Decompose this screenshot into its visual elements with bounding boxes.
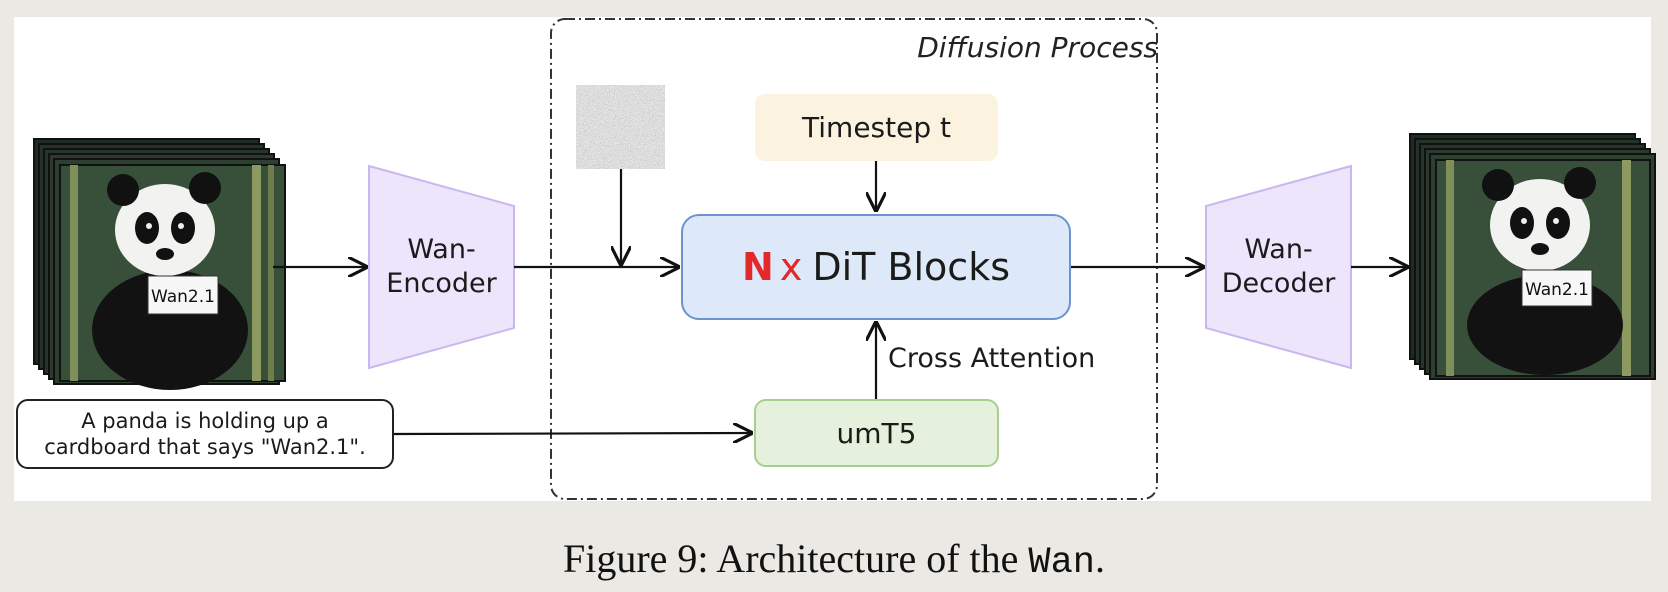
caption-model-name: Wan [1028,542,1096,584]
input-sign-text: Wan2.1 [151,287,215,307]
wan-decoder-shape [1205,164,1352,370]
diffusion-process-label: Diffusion Process [917,31,1158,64]
wan-decoder-label-line1: Wan- [1244,234,1313,265]
text-prompt-box: A panda is holding up a cardboard that s… [16,399,394,469]
input-video-frames: Wan2.1 [33,138,286,390]
output-sign [1521,269,1593,307]
wan-encoder-label-line1: Wan- [407,234,476,265]
wan-encoder-shape [368,164,515,370]
figure-caption: Figure 9: Architecture of the Wan. [0,535,1668,584]
arrow-prompt-to-umt5 [393,433,751,434]
timestep-box: Timestep t [755,94,998,161]
noise-image [576,85,665,169]
cross-attention-label: Cross Attention [888,342,1096,374]
caption-prefix: Figure 9: Architecture of the [562,536,1029,581]
dit-x-label: x [779,245,803,289]
dit-blocks-label: DiT Blocks [812,245,1010,289]
dit-n-label: N [742,245,774,289]
output-video-frames: Wan2.1 [1409,133,1656,380]
output-sign-text: Wan2.1 [1525,280,1589,300]
input-sign [147,275,219,315]
prompt-line-1: A panda is holding up a [81,409,329,433]
caption-suffix: . [1095,536,1106,581]
timestep-label: Timestep t [802,111,951,144]
dit-blocks-box: N x DiT Blocks [681,214,1071,320]
umt5-label: umT5 [836,416,917,450]
wan-encoder-label-line2: Encoder [386,268,497,299]
wan-encoder-label: Wan- Encoder [369,228,514,306]
umt5-box: umT5 [754,399,999,467]
wan-decoder-label: Wan- Decoder [1206,228,1351,306]
prompt-line-2: cardboard that says "Wan2.1". [44,435,366,459]
wan-decoder-label-line2: Decoder [1221,268,1336,299]
diffusion-process-boundary [550,18,1158,500]
